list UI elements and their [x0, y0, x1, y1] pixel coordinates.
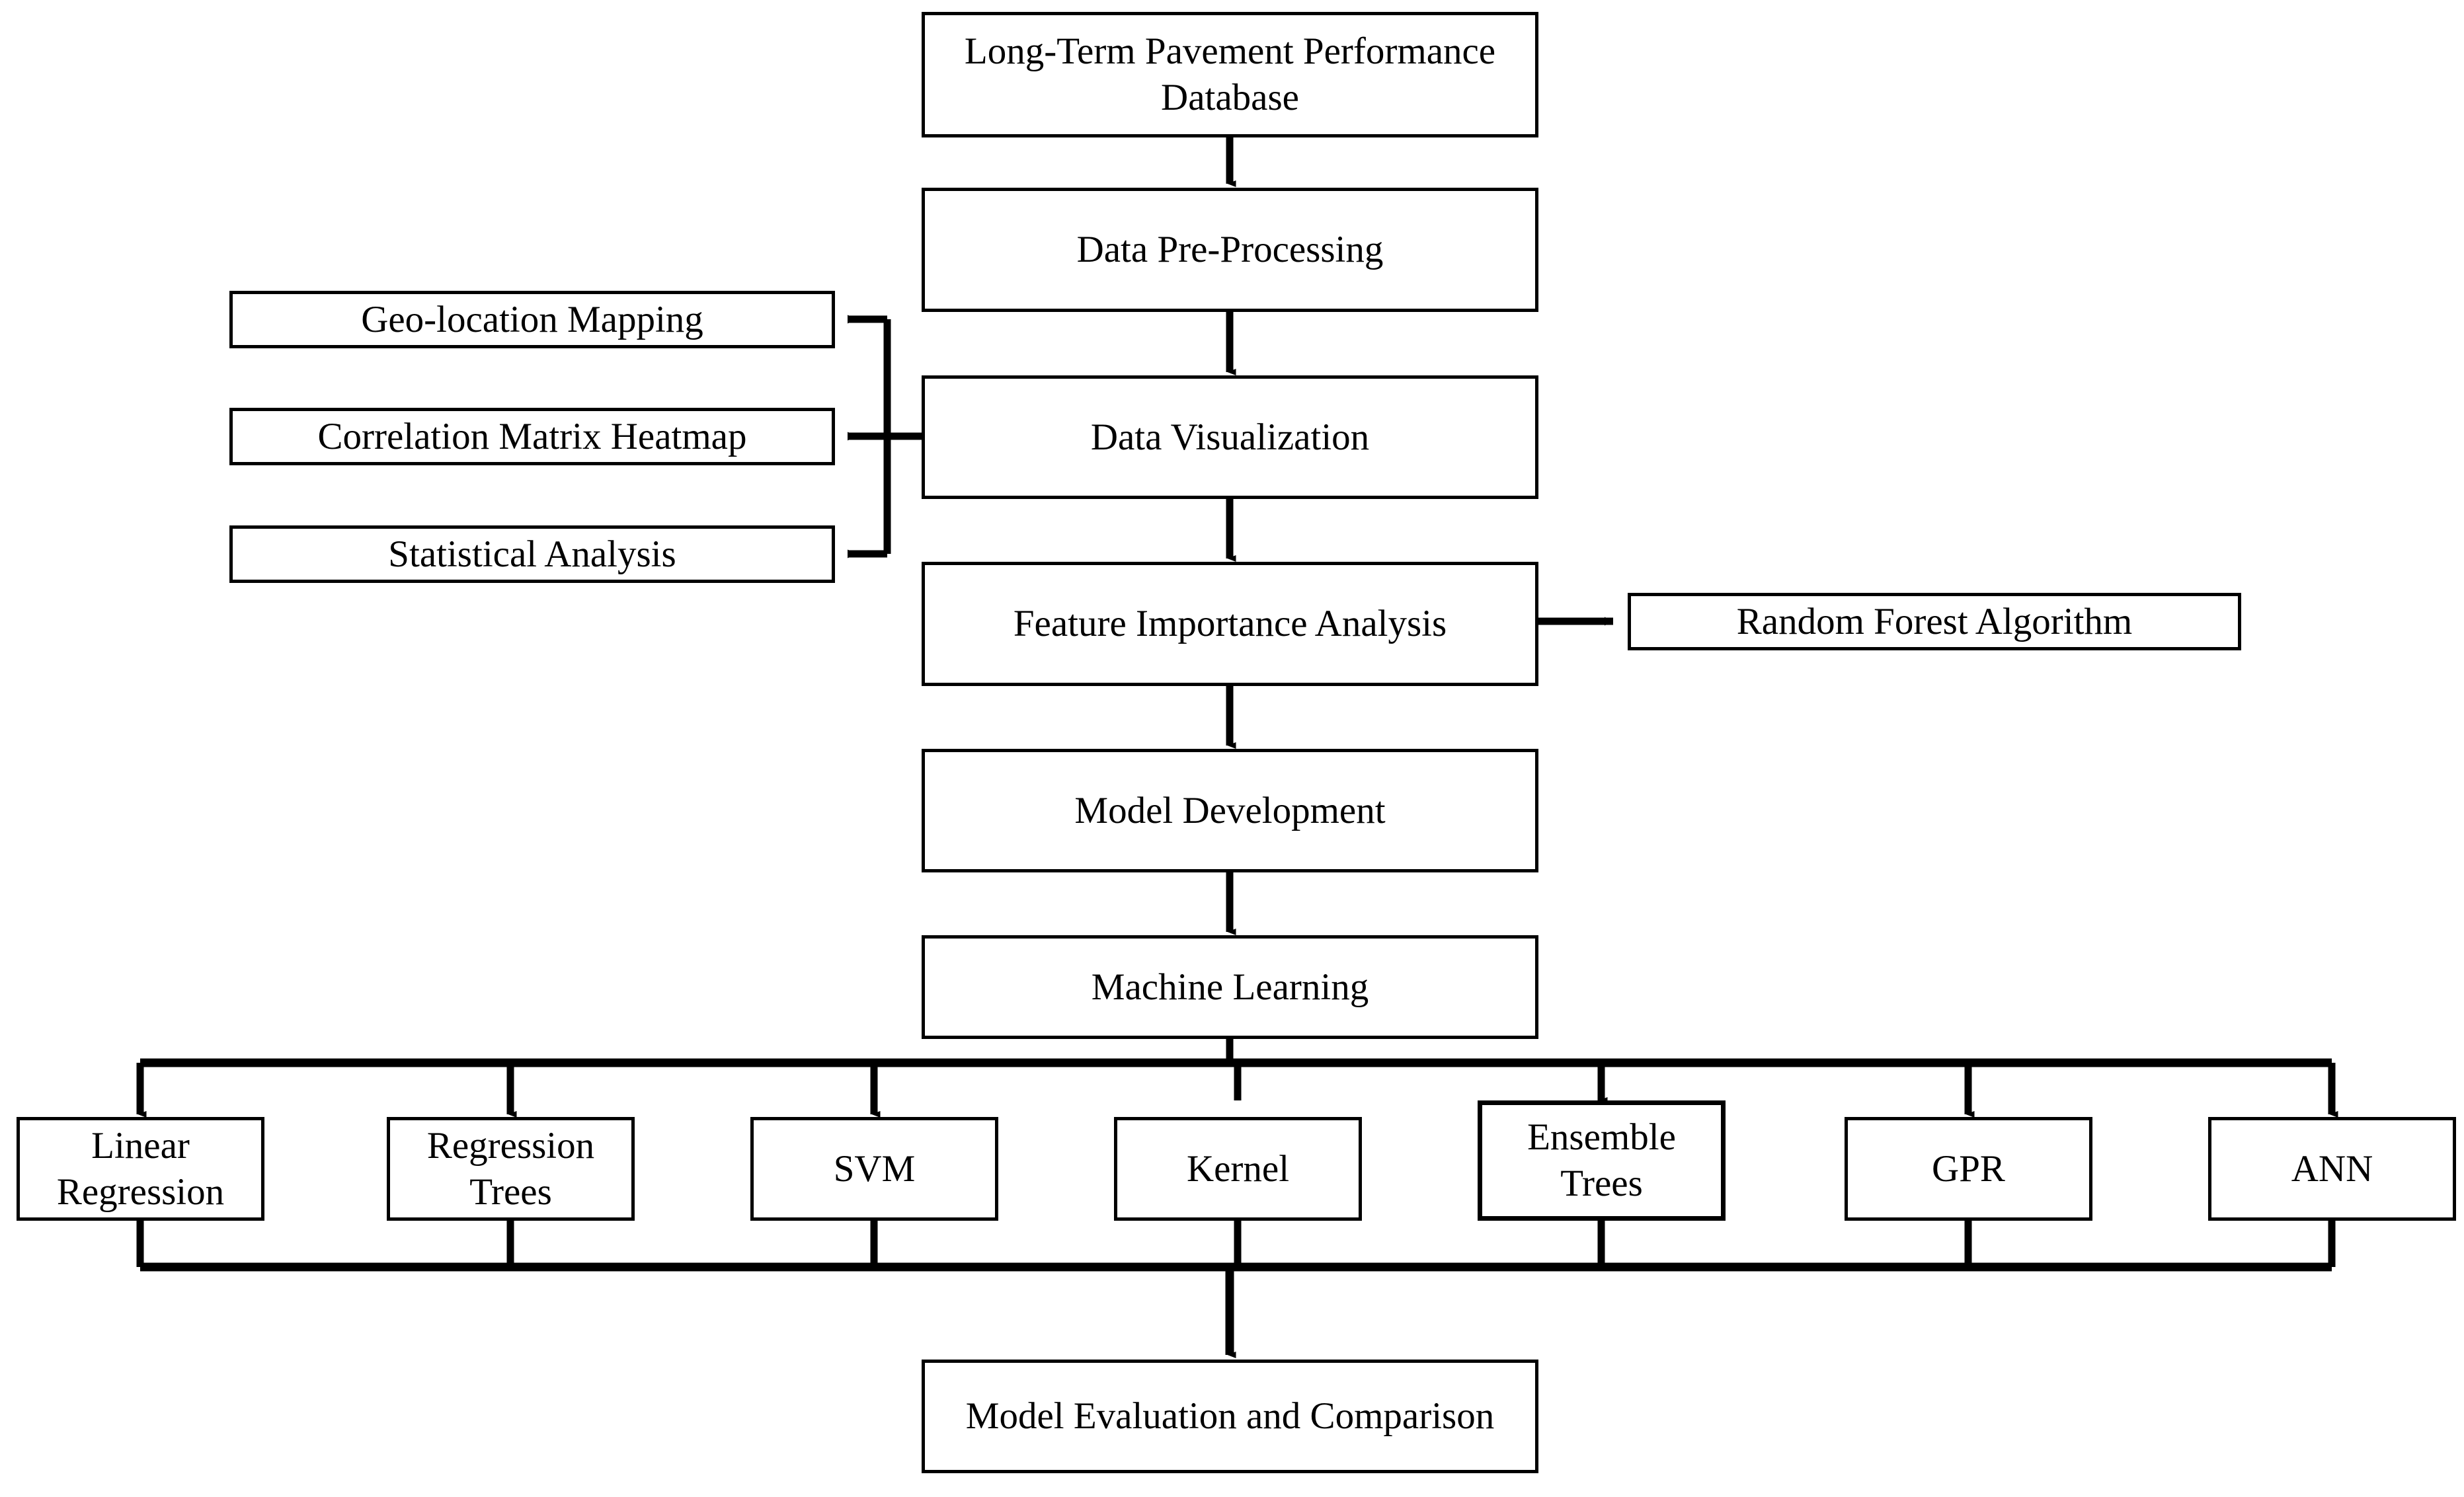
node-label: Ensemble Trees	[1527, 1116, 1676, 1204]
node-kernel[interactable]: Kernel	[1114, 1117, 1362, 1221]
node-label: Kernel	[1186, 1147, 1290, 1190]
node-gpr[interactable]: GPR	[1845, 1117, 2092, 1221]
node-ensemble-trees[interactable]: Ensemble Trees	[1478, 1100, 1726, 1221]
node-ann[interactable]: ANN	[2208, 1117, 2456, 1221]
node-data-visualization[interactable]: Data Visualization	[922, 375, 1538, 499]
node-machine-learning[interactable]: Machine Learning	[922, 935, 1538, 1039]
node-label: Data Pre-Processing	[1076, 229, 1384, 271]
node-label: Model Evaluation and Comparison	[965, 1395, 1495, 1438]
node-model-development[interactable]: Model Development	[922, 749, 1538, 872]
node-label: Model Development	[1074, 789, 1386, 831]
node-feature-importance-analysis[interactable]: Feature Importance Analysis	[922, 562, 1538, 686]
node-regression-trees[interactable]: Regression Trees	[387, 1117, 635, 1221]
node-label: Linear Regression	[56, 1124, 225, 1213]
node-geo-location-mapping[interactable]: Geo-location Mapping	[229, 291, 835, 348]
node-data-pre-processing[interactable]: Data Pre-Processing	[922, 188, 1538, 312]
node-label: Regression Trees	[426, 1124, 595, 1213]
node-linear-regression[interactable]: Linear Regression	[17, 1117, 264, 1221]
node-correlation-matrix-heatmap[interactable]: Correlation Matrix Heatmap	[229, 408, 835, 465]
node-label: SVM	[833, 1147, 916, 1190]
node-label: Long-Term Pavement Performance Database	[964, 30, 1496, 118]
node-label: Statistical Analysis	[388, 533, 676, 575]
node-label: Geo-location Mapping	[361, 298, 703, 340]
node-statistical-analysis[interactable]: Statistical Analysis	[229, 525, 835, 583]
node-label: Machine Learning	[1091, 966, 1369, 1008]
node-label: GPR	[1932, 1147, 2005, 1190]
node-random-forest-algorithm[interactable]: Random Forest Algorithm	[1628, 593, 2241, 650]
node-label: Data Visualization	[1090, 416, 1370, 458]
node-label: Random Forest Algorithm	[1736, 600, 2133, 642]
node-label: Feature Importance Analysis	[1013, 603, 1447, 645]
node-svm[interactable]: SVM	[750, 1117, 998, 1221]
node-ltpp-database[interactable]: Long-Term Pavement Performance Database	[922, 12, 1538, 137]
node-label: ANN	[2291, 1147, 2373, 1190]
node-label: Correlation Matrix Heatmap	[317, 415, 747, 457]
node-model-evaluation-and-comparison[interactable]: Model Evaluation and Comparison	[922, 1360, 1538, 1473]
